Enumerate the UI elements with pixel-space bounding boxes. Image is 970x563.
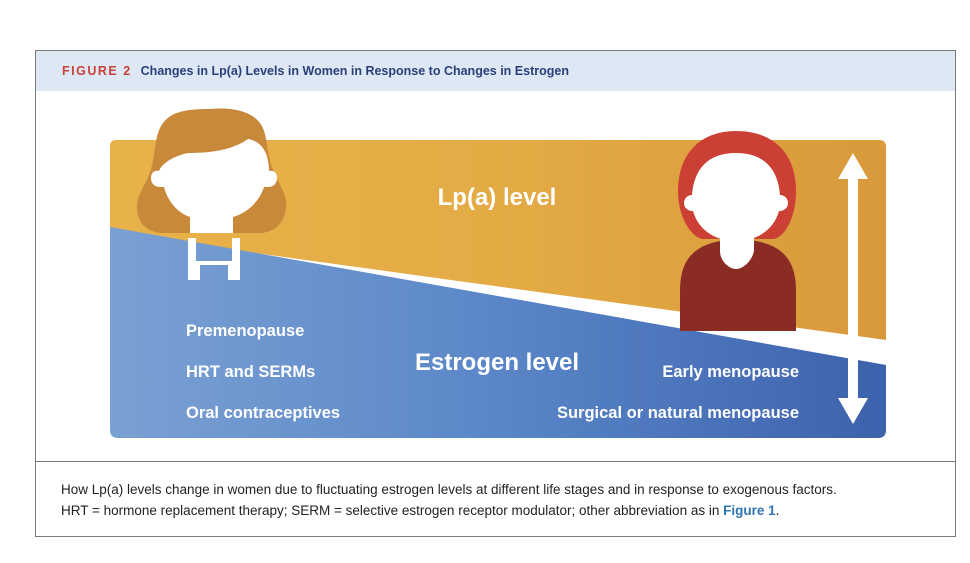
left-label-premenopause: Premenopause bbox=[186, 322, 304, 340]
lpa-level-label: Lp(a) level bbox=[438, 184, 557, 211]
figure-number: FIGURE 2 bbox=[62, 64, 132, 78]
premenopause-woman-icon bbox=[136, 108, 287, 280]
figure-caption: How Lp(a) levels change in women due to … bbox=[61, 479, 941, 521]
estrogen-band bbox=[110, 227, 886, 438]
figure-title: Changes in Lp(a) Levels in Women in Resp… bbox=[140, 64, 569, 78]
menopause-woman-icon bbox=[678, 131, 796, 331]
figure-frame: FIGURE 2 Changes in Lp(a) Levels in Wome… bbox=[35, 50, 956, 537]
right-label-early-menopause: Early menopause bbox=[662, 363, 799, 381]
figure-header: FIGURE 2 Changes in Lp(a) Levels in Wome… bbox=[36, 51, 955, 91]
estrogen-level-label: Estrogen level bbox=[415, 349, 579, 376]
caption-abbreviations: HRT = hormone replacement therapy; SERM … bbox=[61, 503, 724, 518]
caption-divider bbox=[36, 461, 955, 462]
figure-1-link[interactable]: Figure 1 bbox=[723, 503, 776, 518]
diagram-illustration: Lp(a) level Estrogen level Premenopause … bbox=[110, 108, 886, 438]
caption-line-1: How Lp(a) levels change in women due to … bbox=[61, 482, 837, 497]
left-label-oral-contraceptives: Oral contraceptives bbox=[186, 404, 340, 422]
left-label-hrt-serms: HRT and SERMs bbox=[186, 363, 315, 381]
caption-line-2: HRT = hormone replacement therapy; SERM … bbox=[61, 500, 941, 521]
right-label-surgical-natural-menopause: Surgical or natural menopause bbox=[557, 404, 799, 422]
caption-period: . bbox=[775, 503, 780, 518]
double-arrow-icon bbox=[838, 153, 868, 424]
